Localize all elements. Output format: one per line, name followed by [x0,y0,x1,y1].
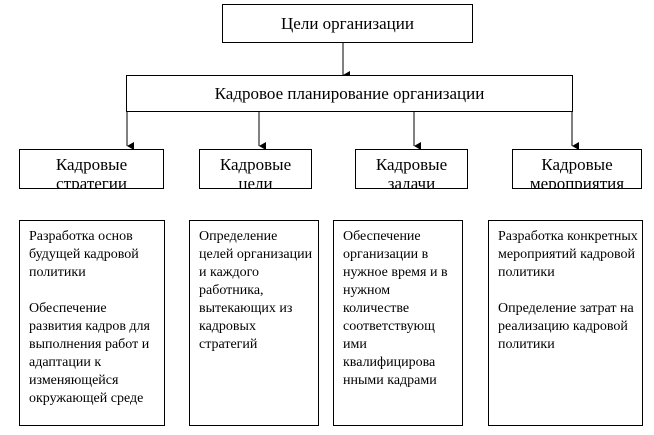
category-box-strategies: Кадровые стратегии [19,149,164,189]
description-box-goals: Определение целей организации и каждого … [189,220,319,426]
description-item: Обеспечение организации в нужное время и… [343,229,448,388]
category-line2: мероприятия [529,174,625,189]
category-box-measures: Кадровые мероприятия [512,149,642,189]
hr-planning-box: Кадровое планирование организации [126,75,573,112]
organization-goals-box: Цели организации [222,4,473,43]
category-line1: Кадровые [375,155,448,174]
category-line1: Кадровые [541,155,613,174]
category-line1: Кадровые [219,155,292,174]
category-line1: Кадровые [55,155,128,174]
category-line2: стратегии [56,174,127,189]
category-line2: задачи [387,174,436,189]
description-item: Определение целей организации и каждого … [199,229,313,352]
category-line2: цели [238,174,273,189]
description-box-strategies: Разработка основ будущей кадровой полити… [19,220,165,426]
category-box-goals: Кадровые цели [199,149,312,189]
description-item: Обеспечение развития кадров для выполнен… [29,301,150,406]
description-item: Разработка конкретных мероприятий кадров… [498,229,638,280]
description-box-measures: Разработка конкретных мероприятий кадров… [488,220,643,426]
description-item: Определение затрат на реализацию кадрово… [498,301,634,352]
description-box-tasks: Обеспечение организации в нужное время и… [333,220,463,426]
organization-goals-label: Цели организации [281,13,414,33]
category-box-tasks: Кадровые задачи [355,149,468,189]
hr-planning-label: Кадровое планирование организации [214,83,485,103]
description-item: Разработка основ будущей кадровой полити… [29,229,139,280]
